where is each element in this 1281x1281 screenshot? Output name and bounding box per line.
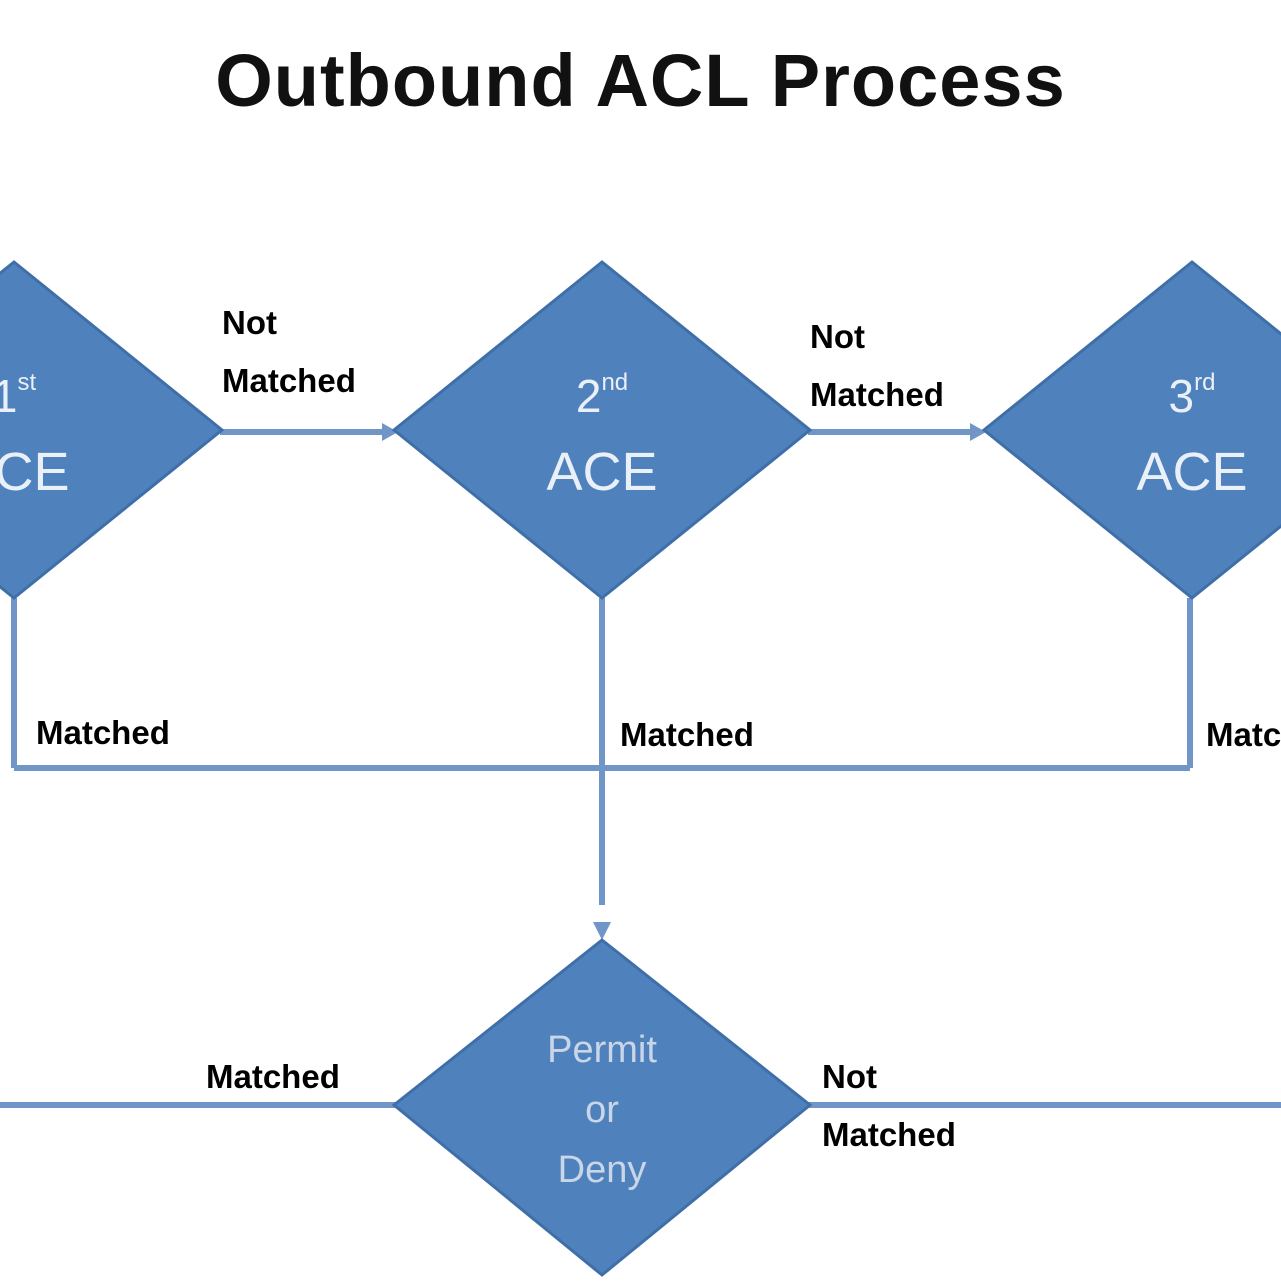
edge-label-decision-not-matched: Not Matched	[822, 1058, 956, 1153]
arrowhead-to-ace3	[970, 423, 986, 441]
edge-label-ace1-matched: Matched	[36, 714, 170, 751]
ace1-diamond	[0, 260, 225, 600]
ace3-ordinal: 3	[1168, 370, 1195, 422]
ace3-kind: ACE	[1136, 442, 1248, 502]
ace3-label: 3rd ACE	[1072, 368, 1281, 506]
ace2-ordinal: 2	[575, 370, 602, 422]
ace1-label: 1st ACE	[0, 368, 134, 506]
ace2-kind: ACE	[546, 442, 658, 502]
decision-diamond	[391, 938, 813, 1277]
ace2-diamond	[391, 260, 813, 600]
ace3-suffix: rd	[1194, 369, 1216, 396]
ace1-kind: ACE	[0, 442, 70, 502]
diagram-title: Outbound ACL Process	[215, 39, 1066, 122]
edge-label-ace2-not-matched: Not Matched	[810, 318, 944, 413]
edge-label-ace2-matched: Matched	[620, 716, 754, 753]
ace1-ordinal: 1	[0, 370, 18, 422]
ace1-suffix: st	[17, 369, 37, 396]
ace2-label: 2nd ACE	[482, 368, 722, 506]
arrowhead-to-ace2	[382, 423, 398, 441]
decision-label: Permit or Deny	[482, 1020, 722, 1200]
decision-line3: Deny	[557, 1149, 647, 1191]
arrowhead-to-decision	[593, 922, 611, 940]
ace3-diamond	[981, 260, 1281, 600]
edge-label-decision-matched: Matched	[206, 1058, 340, 1095]
ace2-suffix: nd	[601, 369, 629, 396]
decision-line2: or	[585, 1089, 619, 1131]
decision-line1: Permit	[547, 1029, 657, 1071]
edge-label-ace3-matched: Matched	[1206, 716, 1281, 753]
edge-label-ace1-not-matched: Not Matched	[222, 304, 356, 399]
